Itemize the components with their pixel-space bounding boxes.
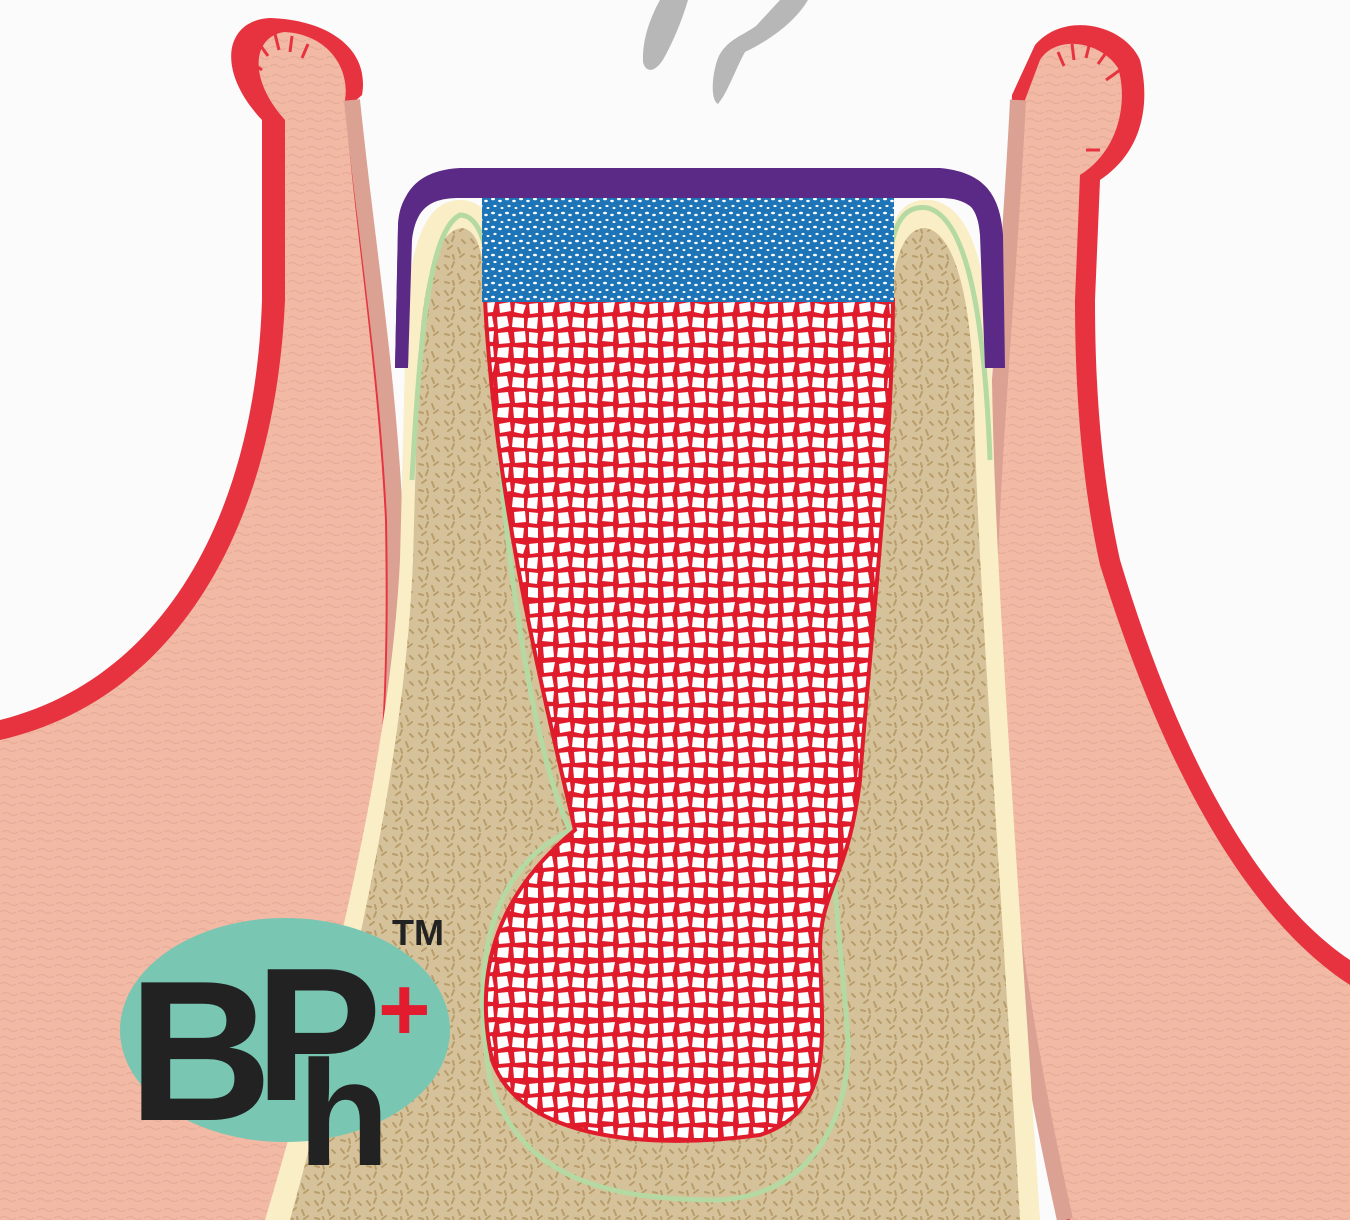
logo-trademark: TM — [392, 912, 444, 953]
logo-letter-b: B — [128, 940, 272, 1163]
logo-letter-h: h — [298, 1029, 390, 1197]
logo-plus-sign: + — [378, 960, 431, 1060]
collagen-plug — [482, 190, 894, 302]
